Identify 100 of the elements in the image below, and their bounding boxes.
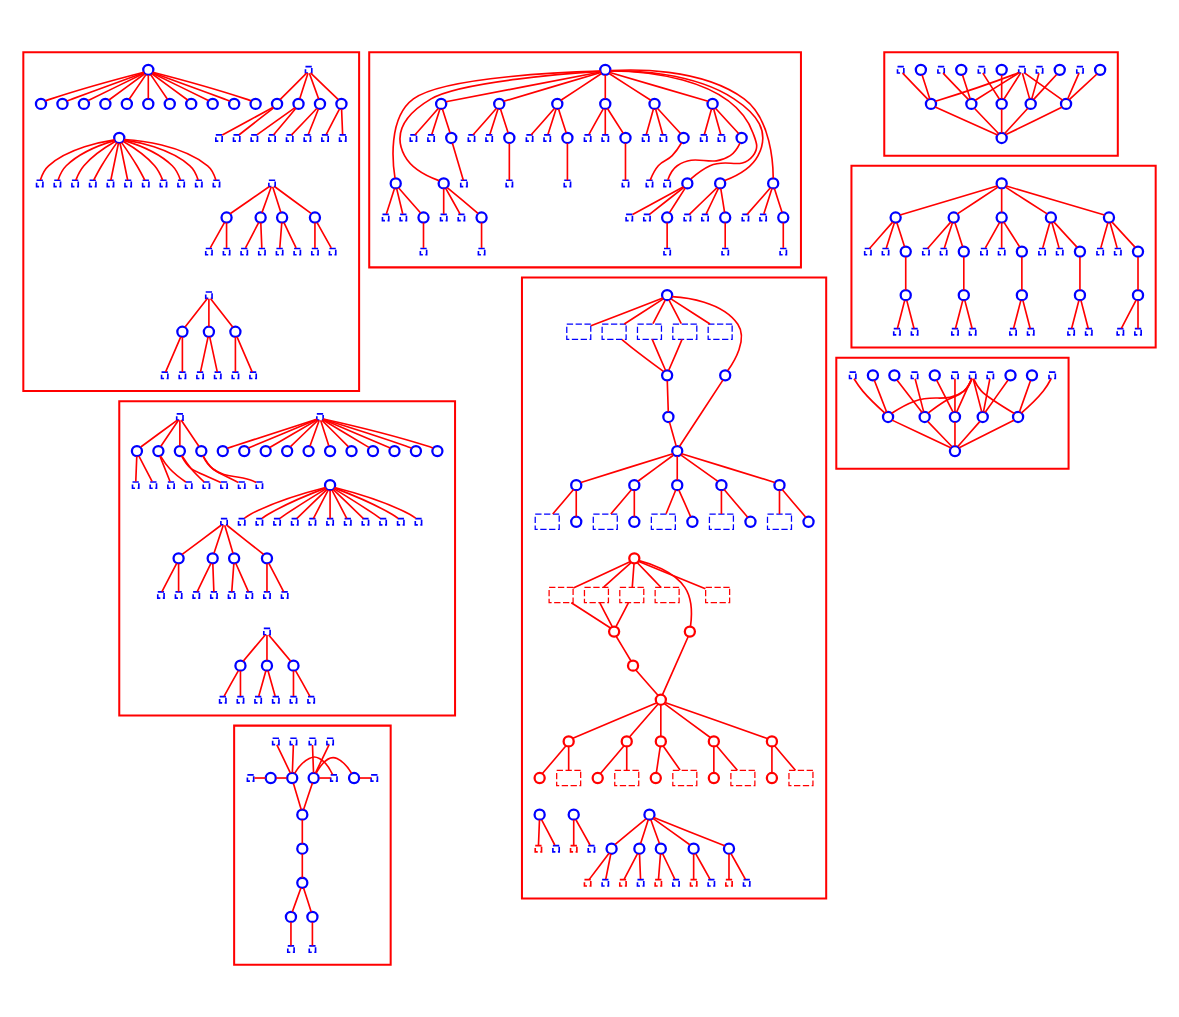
connector	[763, 187, 773, 215]
node-rectangle	[583, 586, 610, 604]
cluster	[233, 724, 392, 966]
node-circle	[142, 97, 155, 111]
connector	[261, 487, 327, 520]
node-rectangle	[619, 586, 645, 604]
node-circle	[296, 876, 309, 889]
node-circle	[1093, 63, 1107, 76]
connector	[921, 74, 931, 100]
connector	[570, 602, 611, 629]
node-circle	[335, 97, 348, 111]
connector	[177, 562, 180, 593]
connector	[268, 419, 318, 449]
connector	[309, 72, 339, 101]
connector	[301, 818, 304, 845]
connector	[954, 299, 964, 330]
connector	[1003, 72, 1022, 100]
connector	[314, 221, 316, 249]
connector	[57, 139, 116, 181]
node-square	[215, 134, 223, 142]
connector	[1068, 73, 1098, 101]
connector	[663, 702, 712, 739]
node-circle	[172, 552, 185, 565]
connector	[904, 256, 907, 291]
node-square	[1009, 327, 1017, 336]
connector	[208, 297, 210, 328]
connector	[508, 142, 511, 182]
node-circle	[605, 842, 618, 855]
node-square	[950, 371, 959, 380]
connector	[151, 72, 210, 102]
connector	[260, 221, 263, 249]
connector	[1021, 72, 1031, 100]
cluster	[520, 276, 828, 900]
node-square	[543, 134, 552, 142]
node-square	[236, 695, 245, 704]
node-rectangle	[650, 513, 676, 530]
connector	[655, 746, 662, 774]
connector	[151, 73, 189, 101]
connector	[1003, 107, 1029, 135]
connector	[308, 72, 320, 100]
node-square	[361, 517, 370, 526]
node-square	[106, 179, 115, 188]
connector	[703, 108, 713, 136]
connector	[639, 818, 650, 845]
node-square	[663, 247, 672, 256]
connector	[927, 377, 973, 414]
connector	[340, 108, 344, 136]
connector	[223, 524, 234, 554]
node-square	[255, 481, 264, 490]
connector	[108, 73, 146, 101]
connector	[242, 634, 267, 662]
connector	[853, 377, 886, 414]
node-square	[204, 247, 213, 256]
connector	[1020, 377, 1052, 414]
cluster	[22, 51, 361, 393]
node-square	[192, 591, 201, 599]
node-circle	[551, 97, 564, 111]
node-circle	[284, 910, 298, 924]
node-rectangle	[766, 513, 793, 530]
connector	[164, 336, 182, 373]
connector	[720, 489, 723, 515]
node-circle	[660, 369, 674, 382]
node-rectangle	[654, 586, 680, 604]
node-square	[779, 247, 788, 256]
connector	[451, 142, 465, 182]
node-square	[184, 481, 193, 490]
connector	[781, 488, 807, 519]
node-square	[1134, 327, 1142, 336]
connector	[472, 107, 498, 136]
node-circle	[435, 97, 448, 111]
connector	[202, 455, 240, 484]
node-circle	[706, 97, 719, 111]
connector	[290, 921, 292, 947]
node-square	[457, 213, 466, 222]
connector	[290, 107, 318, 136]
connector	[1066, 72, 1080, 100]
node-circle	[671, 444, 684, 458]
node-square	[316, 413, 324, 421]
connector	[431, 108, 441, 136]
node-circle	[626, 659, 640, 672]
node-square	[601, 134, 610, 142]
connector	[1005, 106, 1063, 136]
connector	[151, 71, 231, 102]
node-square	[370, 774, 379, 782]
connector	[943, 221, 954, 249]
connector	[614, 818, 647, 846]
connector	[633, 489, 636, 518]
node-square	[439, 213, 448, 222]
node-square	[149, 481, 158, 490]
connector	[332, 488, 365, 520]
node-square	[583, 878, 592, 887]
node-square	[177, 179, 186, 188]
connector	[981, 72, 1001, 100]
connector	[719, 187, 726, 214]
connector	[414, 107, 439, 136]
connector	[179, 419, 181, 447]
connector	[243, 486, 327, 519]
connector	[688, 186, 718, 216]
connector	[1051, 221, 1060, 249]
node-circle	[220, 211, 233, 224]
